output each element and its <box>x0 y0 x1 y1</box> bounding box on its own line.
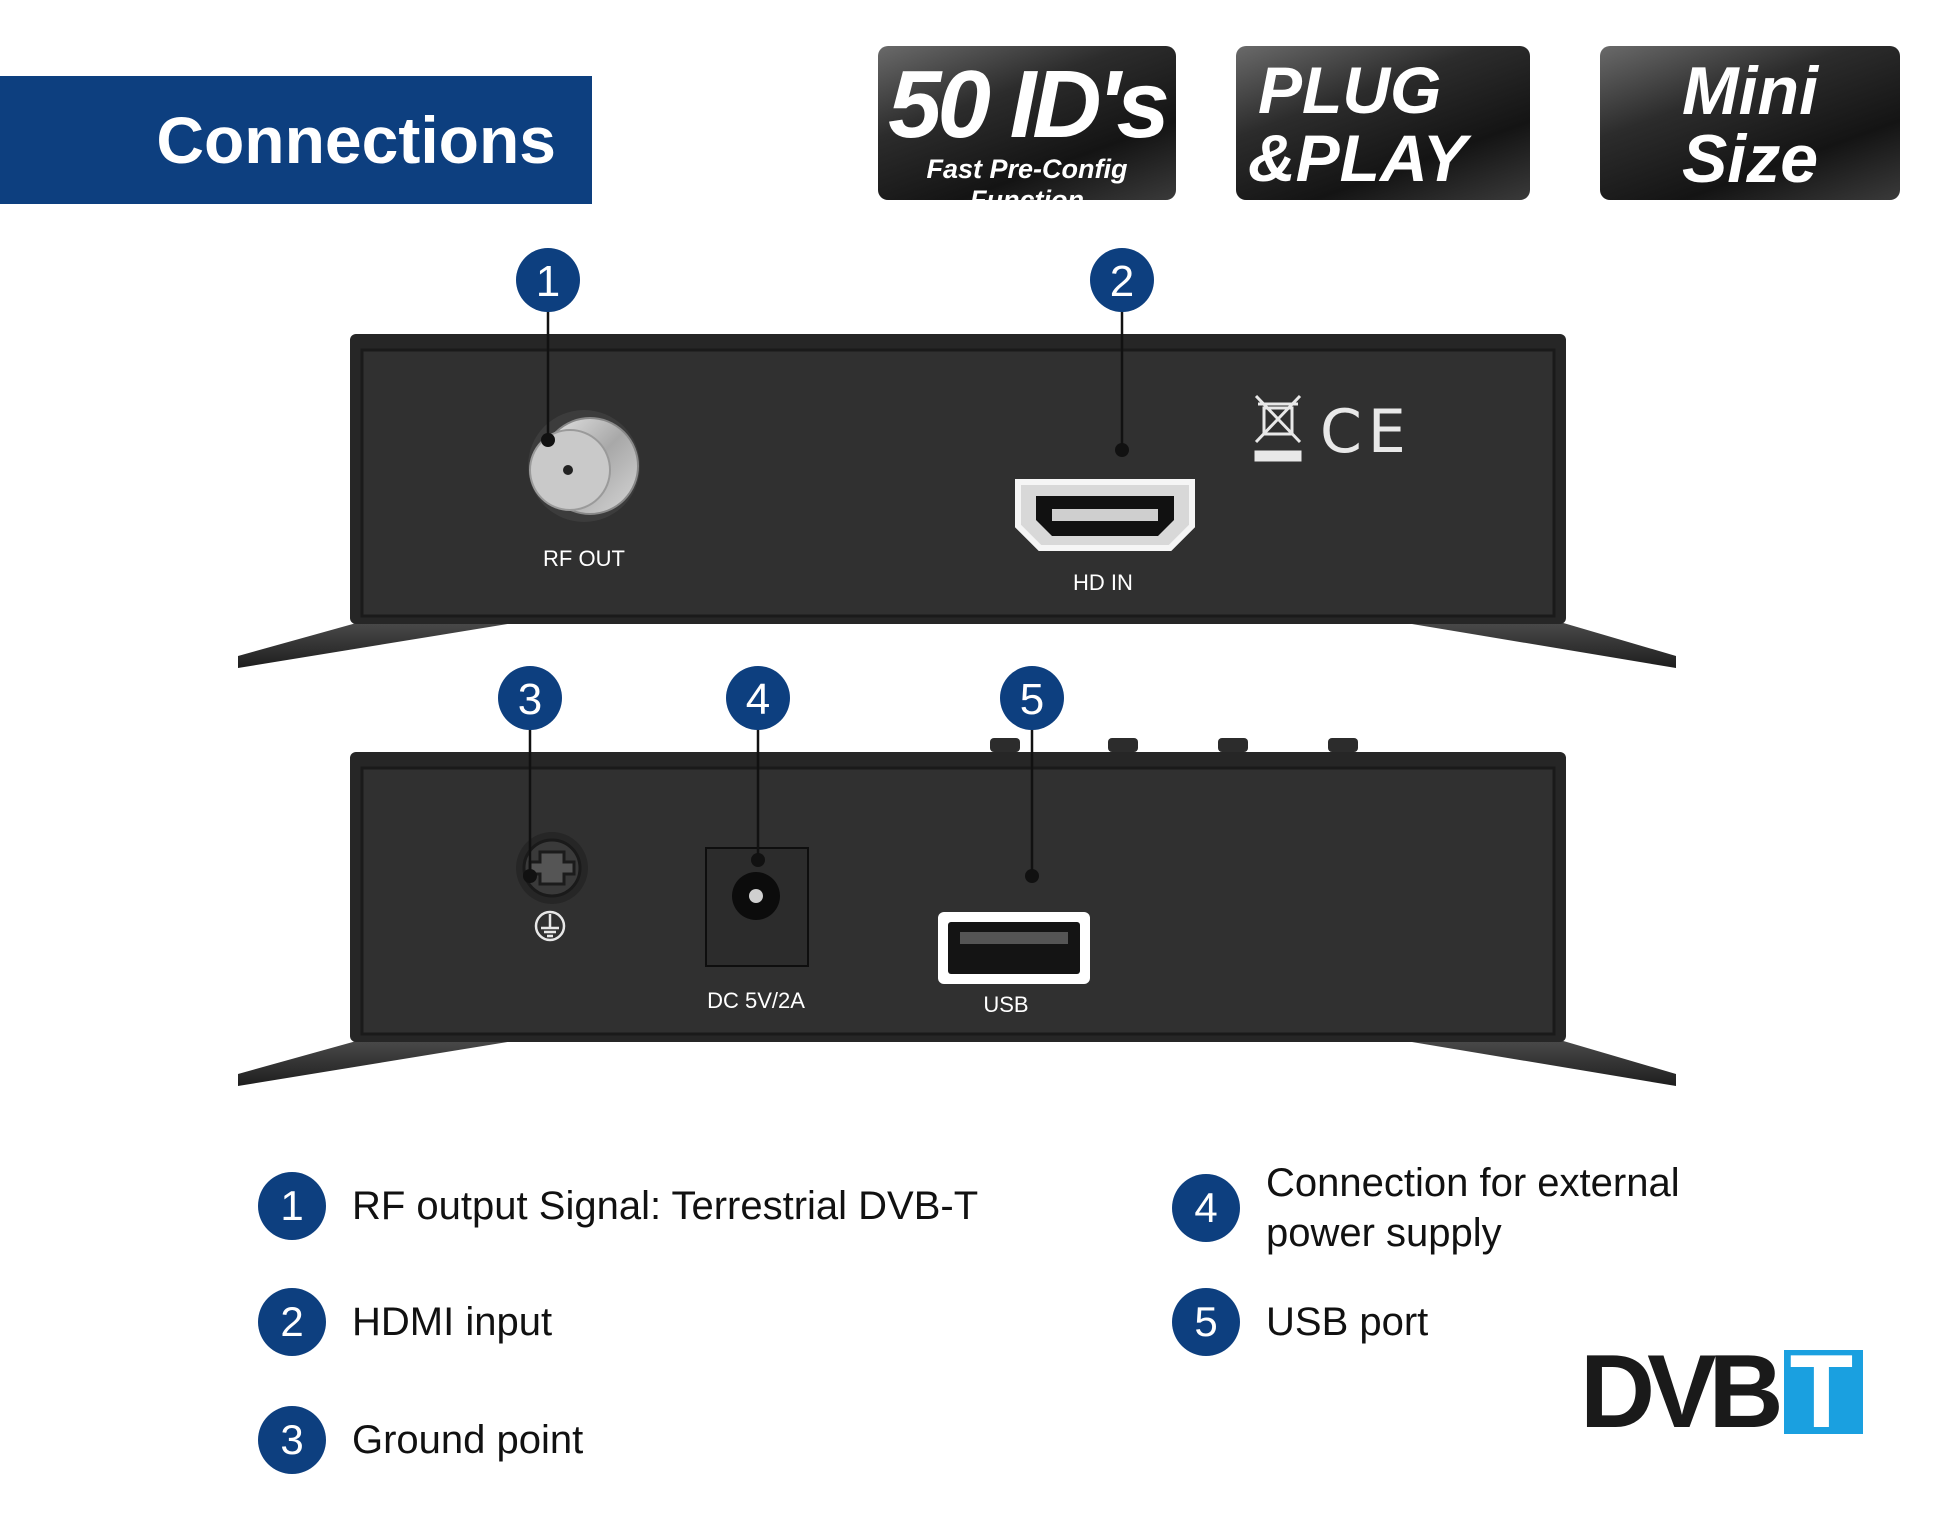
ground-icon <box>534 910 566 942</box>
legend-number: 2 <box>258 1288 326 1356</box>
badge-50-ids: 50 ID's Fast Pre-Config Function <box>878 46 1176 200</box>
usb-label: USB <box>983 992 1028 1017</box>
callout-leaders <box>528 310 1124 876</box>
callout-2: 2 <box>1090 248 1154 312</box>
badge-mini-size: Mini Size <box>1600 46 1900 200</box>
dvbt-logo-t: T <box>1783 1340 1864 1444</box>
legend-text: Ground point <box>352 1418 584 1462</box>
legend-number: 1 <box>258 1172 326 1240</box>
svg-text:1: 1 <box>536 257 560 306</box>
ground-screw <box>516 832 588 904</box>
rf-out-connector <box>528 410 640 522</box>
badge-plug-play-line2: &PLAY <box>1248 121 1467 195</box>
device-rear-panel: DC 5V/2A USB <box>238 738 1676 1086</box>
legend-item-4: 4 Connection for external power supply <box>1172 1158 1736 1258</box>
page-title-banner: Connections <box>0 76 592 204</box>
mounting-foot-right <box>1400 1040 1676 1086</box>
ce-mark: CE <box>1320 397 1412 467</box>
dvbt-logo: DVB T <box>1580 1334 1864 1450</box>
badge-50-ids-subtitle: Fast Pre-Config Function <box>926 154 1128 200</box>
hdmi-connector <box>1015 479 1195 551</box>
legend-item-1: 1 RF output Signal: Terrestrial DVB-T <box>258 1172 978 1240</box>
dc-label: DC 5V/2A <box>707 988 805 1013</box>
svg-text:4: 4 <box>746 675 770 724</box>
legend-number: 3 <box>258 1406 326 1474</box>
svg-text:3: 3 <box>518 675 542 724</box>
usb-port <box>938 912 1090 984</box>
callout-5: 5 <box>1000 666 1064 730</box>
svg-text:5: 5 <box>1020 675 1044 724</box>
hd-in-label: HD IN <box>1073 570 1133 595</box>
legend-item-5: 5 USB port <box>1172 1288 1428 1356</box>
dvbt-logo-dvb: DVB <box>1580 1334 1784 1450</box>
legend-item-3: 3 Ground point <box>258 1406 583 1474</box>
callout-dots <box>523 433 1129 883</box>
svg-text:2: 2 <box>1110 257 1134 306</box>
legend-text: HDMI input <box>352 1300 553 1344</box>
legend-number: 5 <box>1172 1288 1240 1356</box>
badge-mini-size-line1: Mini <box>1682 53 1818 129</box>
mounting-foot-left <box>238 1040 520 1086</box>
legend-item-2: 2 HDMI input <box>258 1288 552 1356</box>
legend-number: 4 <box>1172 1174 1240 1242</box>
weee-icon <box>1254 394 1302 462</box>
page-title: Connections <box>156 103 556 177</box>
callout-1: 1 <box>516 248 580 312</box>
callout-4: 4 <box>726 666 790 730</box>
rf-out-label: RF OUT <box>543 546 625 571</box>
top-button <box>1108 738 1138 752</box>
legend-text: RF output Signal: Terrestrial DVB-T <box>352 1184 979 1228</box>
top-button <box>1218 738 1248 752</box>
top-button <box>990 738 1020 752</box>
dc-power-jack <box>705 847 809 967</box>
badge-plug-play-line1: PLUG <box>1258 53 1442 127</box>
badge-50-ids-title: 50 ID's <box>888 51 1170 158</box>
legend-text: USB port <box>1266 1300 1429 1344</box>
badge-plug-play: PLUG &PLAY <box>1236 46 1530 200</box>
mounting-foot-right <box>1400 622 1676 668</box>
mounting-foot-left <box>238 622 520 668</box>
legend-text: Connection for external power supply <box>1266 1161 1680 1255</box>
top-button <box>1328 738 1358 752</box>
badge-mini-size-line2: Size <box>1681 121 1819 197</box>
callout-3: 3 <box>498 666 562 730</box>
device-front-panel: RF OUT HD IN CE <box>238 334 1676 668</box>
